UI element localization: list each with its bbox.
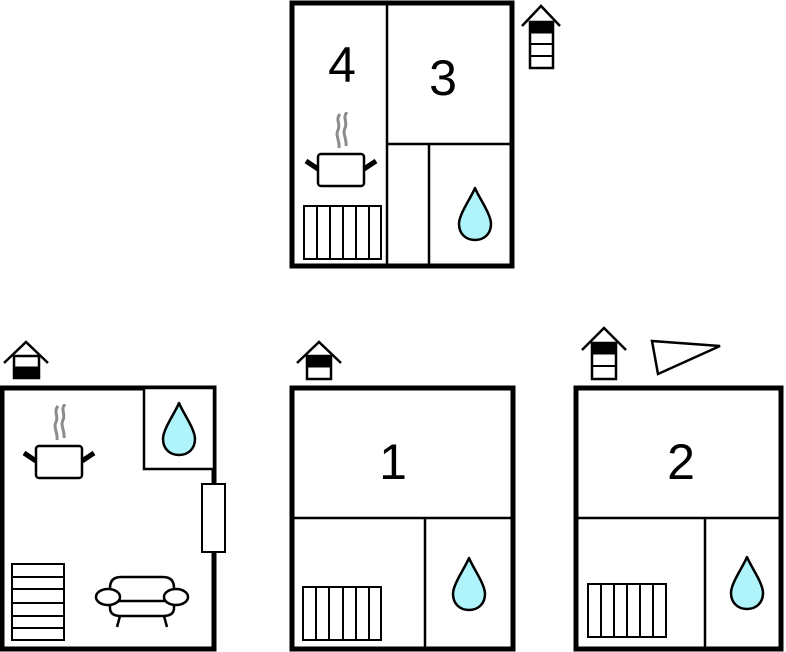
room-label-2: 2 bbox=[667, 434, 695, 490]
first-floor-plan: 1 bbox=[289, 385, 516, 652]
radiator-icon bbox=[587, 583, 667, 638]
room-label-4: 4 bbox=[328, 37, 356, 93]
window-door[interactable] bbox=[201, 483, 226, 553]
radiator-icon bbox=[302, 586, 382, 641]
room-label-1: 1 bbox=[379, 434, 407, 490]
stairs-icon bbox=[11, 563, 65, 641]
triangle-icon bbox=[650, 339, 721, 376]
top-floor-plan: 4 3 bbox=[289, 0, 515, 269]
room-label-3: 3 bbox=[429, 50, 457, 106]
ground-floor-apartment-plan bbox=[0, 385, 226, 652]
floor-level-icon-upper bbox=[296, 340, 342, 381]
floor-level-icon-top bbox=[521, 4, 561, 70]
second-floor-plan: 2 bbox=[573, 385, 784, 652]
radiator-icon bbox=[303, 205, 382, 260]
floor-level-icon-ground bbox=[3, 340, 49, 380]
sofa-icon bbox=[94, 575, 190, 628]
floor-level-icon-top-of-3 bbox=[581, 326, 627, 381]
